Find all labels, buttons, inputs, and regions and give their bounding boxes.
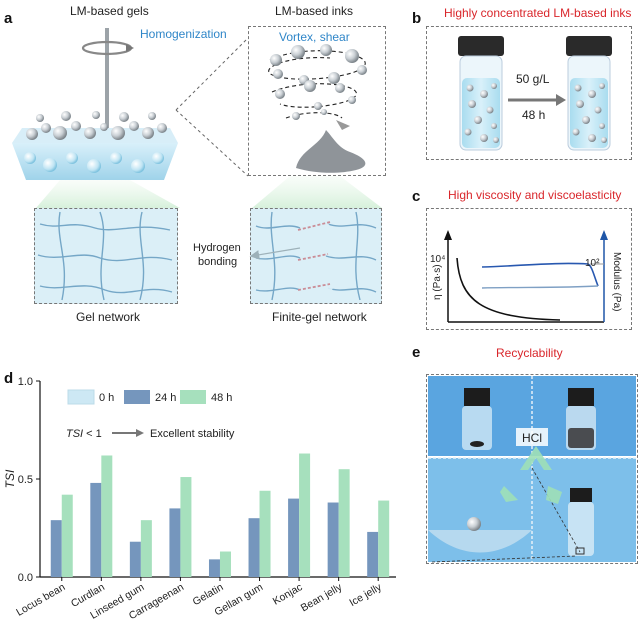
homogenization-label: Homogenization xyxy=(140,27,227,41)
bar-24h xyxy=(90,482,102,577)
bar-24h xyxy=(129,541,141,577)
legend-label: 48 h xyxy=(211,392,232,404)
bar-24h xyxy=(288,498,300,577)
x-tick-label: Bean jelly xyxy=(299,581,345,615)
bar-48h xyxy=(61,494,73,577)
bar-48h xyxy=(338,469,350,577)
panel-b-box xyxy=(426,26,632,160)
stirring-rod xyxy=(105,28,109,136)
vial-photo-2 xyxy=(566,388,596,450)
time-label: 48 h xyxy=(522,108,546,122)
bar-24h xyxy=(367,531,379,577)
storage-modulus-curve xyxy=(481,262,599,287)
legend-swatch xyxy=(67,389,95,405)
y-right-tick: 10² xyxy=(585,258,600,269)
annotation-tsi: TSI < 1 xyxy=(66,428,102,440)
bar-48h xyxy=(101,455,113,577)
annotation-tsi-suffix: < 1 xyxy=(83,428,102,440)
x-tick-label: Ice jelly xyxy=(347,581,384,609)
inks-title: LM-based inks xyxy=(275,4,354,18)
bar-24h xyxy=(208,559,220,577)
panel-e-box xyxy=(426,374,638,564)
panel-b-title: Highly concentrated LM-based inks xyxy=(444,6,632,20)
finite-gel-network-caption: Finite-gel network xyxy=(272,310,367,324)
gel-network-box xyxy=(34,208,178,304)
legend-swatch xyxy=(180,390,206,404)
vial-photo-1 xyxy=(462,388,492,450)
legend-swatch xyxy=(124,390,150,404)
loss-modulus-curve xyxy=(481,285,599,289)
bar-48h xyxy=(180,477,192,577)
x-tick-label: Locus bean xyxy=(14,581,67,619)
inks-box xyxy=(248,26,386,176)
lm-droplet xyxy=(467,517,481,531)
panel-e-label: e xyxy=(412,344,421,361)
panel-a-label: a xyxy=(4,10,13,27)
bar-24h xyxy=(248,518,260,577)
bar-48h xyxy=(259,490,271,577)
panel-c-title: High viscosity and viscoelasticity xyxy=(448,188,622,202)
gel-network-caption: Gel network xyxy=(76,310,141,324)
y-left-tick: 10⁴ xyxy=(430,254,446,265)
annotation-arrowhead xyxy=(136,429,144,437)
recycle-icon xyxy=(500,446,562,504)
legend-label: 24 h xyxy=(155,392,176,404)
panel-d-label: d xyxy=(4,370,14,387)
bar-48h xyxy=(140,520,152,577)
gels-title: LM-based gels xyxy=(70,4,149,18)
panel-e-title: Recyclability xyxy=(496,346,563,360)
y-tick-label: 1.0 xyxy=(18,376,33,388)
annotation-result: Excellent stability xyxy=(150,428,235,440)
panel-b-label: b xyxy=(412,10,422,27)
y-axis-label: TSI xyxy=(3,469,17,488)
annotation-tsi-prefix: TSI xyxy=(66,428,84,440)
hcl-label: HCl xyxy=(522,431,542,445)
bar-24h xyxy=(327,502,339,577)
bar-24h xyxy=(50,520,62,577)
hydrogen-label: Hydrogen xyxy=(193,242,241,254)
bar-48h xyxy=(219,551,231,577)
concentration-label: 50 g/L xyxy=(516,72,550,86)
panel-c-label: c xyxy=(412,188,421,205)
vortex-label: Vortex, shear xyxy=(279,30,350,44)
bar-24h xyxy=(169,508,181,577)
bonding-label: bonding xyxy=(198,256,238,268)
legend-label: 0 h xyxy=(99,392,114,404)
y-tick-label: 0.0 xyxy=(18,572,33,584)
bar-48h xyxy=(378,500,390,577)
panel-c-box xyxy=(426,208,632,330)
viscosity-curve xyxy=(456,257,561,321)
finite-gel-network-box xyxy=(250,208,382,304)
y-tick-label: 0.5 xyxy=(18,474,33,486)
ink-blob xyxy=(296,130,366,173)
bar-48h xyxy=(299,453,311,577)
